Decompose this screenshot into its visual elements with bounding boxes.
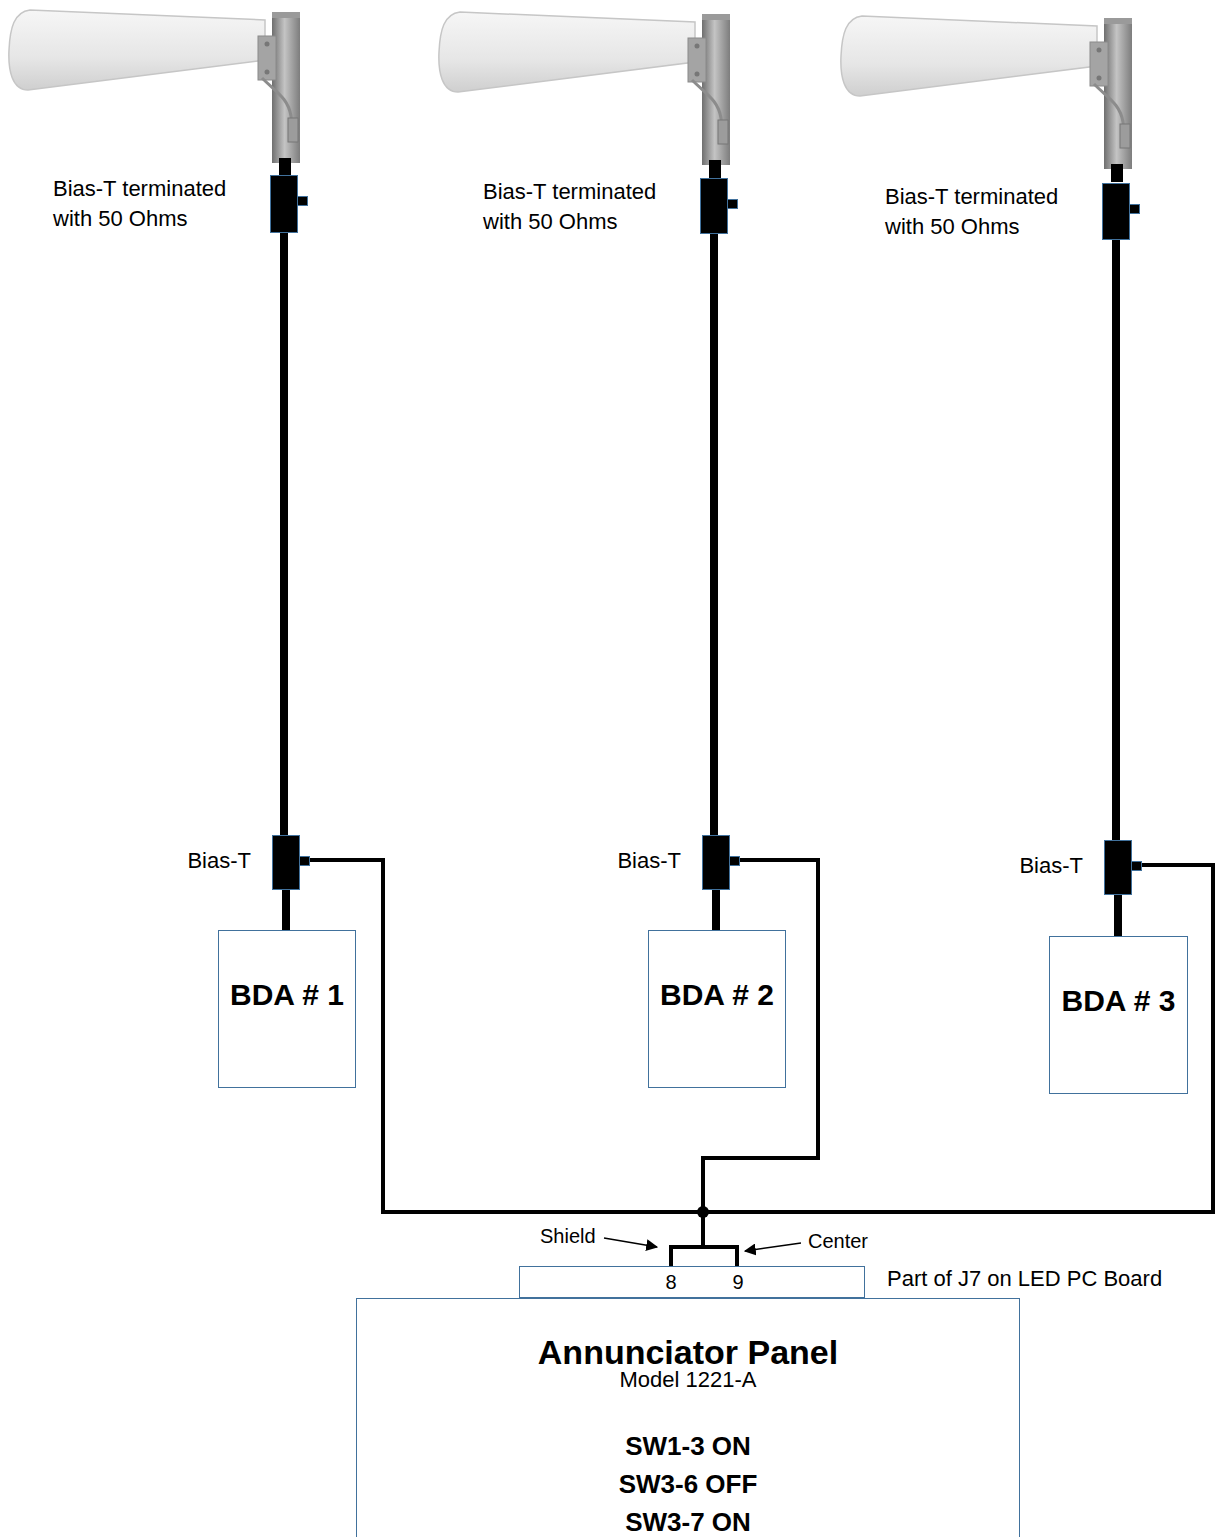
panel-box: Annunciator PanelModel 1221-ASW1-3 ONSW3…: [356, 1298, 1020, 1537]
center-wire: [703, 1247, 737, 1266]
coax-cable: [712, 890, 720, 930]
switch-setting: SW1-3 ON: [357, 1427, 1019, 1465]
leader-arrow: [745, 1243, 801, 1251]
bias-tee: Bias-T terminated with 50 Ohms: [700, 178, 728, 234]
wire-label: Center: [808, 1229, 868, 1253]
bias-tee-port: [1129, 204, 1140, 214]
bias-tee: Bias-T: [272, 835, 300, 890]
bias-tee-label: Bias-T terminated with 50 Ohms: [483, 177, 688, 237]
bias-tee: Bias-T: [702, 835, 730, 890]
bias-tee-port: [297, 196, 308, 206]
coax-cable: [710, 234, 718, 835]
coax-cable: [1112, 240, 1120, 840]
model-number: Model 1221-A: [357, 1369, 1019, 1391]
amplifier-box: BDA # 1: [218, 930, 356, 1088]
amplifier-name: BDA # 3: [1062, 984, 1176, 1018]
coax-cable: [282, 890, 290, 930]
pin-number: 8: [665, 1271, 676, 1293]
amplifier-name: BDA # 2: [660, 978, 774, 1012]
amplifier-box: BDA # 2: [648, 930, 786, 1088]
bias-tee: Bias-T terminated with 50 Ohms: [1102, 183, 1130, 240]
connector-note: Part of J7 on LED PC Board: [887, 1266, 1162, 1292]
pin-number: 9: [732, 1271, 743, 1293]
connector-strip: 89: [519, 1266, 865, 1298]
bias-tee-port: [729, 856, 740, 866]
bias-tee: Bias-T terminated with 50 Ohms: [270, 175, 298, 233]
leader-arrow: [604, 1238, 657, 1247]
panel-title: Annunciator Panel: [357, 1335, 1019, 1369]
amplifier-name: BDA # 1: [230, 978, 344, 1012]
antenna-3: [841, 16, 1132, 182]
antenna-2: [439, 12, 730, 178]
coax-cable: [280, 233, 288, 835]
dc-wire: [300, 860, 703, 1266]
bias-tee-label: Bias-T: [187, 848, 251, 874]
switch-setting: SW3-6 OFF: [357, 1465, 1019, 1503]
amplifier-box: BDA # 3: [1049, 936, 1188, 1094]
bias-tee-port: [1131, 861, 1142, 871]
antenna-1: [9, 10, 300, 176]
bias-tee-label: Bias-T terminated with 50 Ohms: [53, 174, 258, 234]
bias-tee-port: [299, 856, 310, 866]
switch-setting: SW3-7 ON: [357, 1503, 1019, 1537]
wire-label: Shield: [540, 1224, 596, 1248]
bias-tee: Bias-T: [1104, 840, 1132, 895]
bias-tee-label: Bias-T terminated with 50 Ohms: [885, 182, 1090, 242]
bias-tee-port: [727, 199, 738, 209]
bias-tee-label: Bias-T: [1019, 853, 1083, 879]
bias-tee-label: Bias-T: [617, 848, 681, 874]
coax-cable: [1114, 895, 1122, 936]
